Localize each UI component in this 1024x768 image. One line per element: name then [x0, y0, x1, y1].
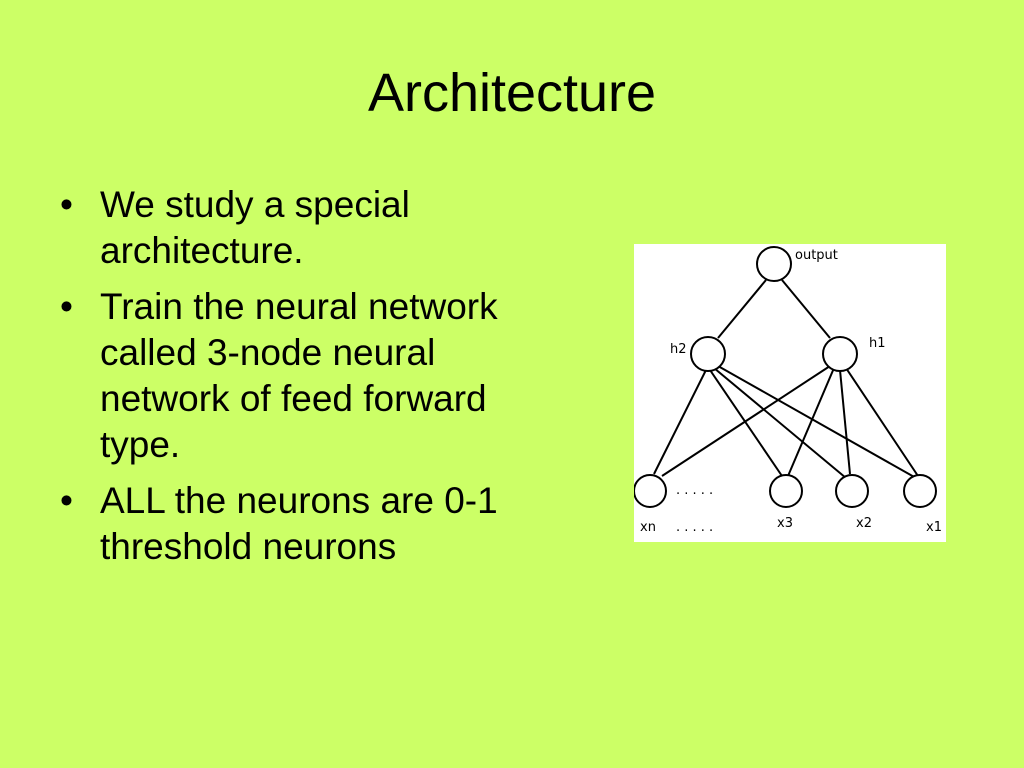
x2-label: x2: [856, 516, 872, 531]
bullet-line: network of feed forward: [100, 378, 487, 419]
edge-h1-x2: [839, 369, 851, 475]
output-node: [756, 246, 792, 282]
bullet-line: Train the neural network: [100, 286, 498, 327]
network-diagram: output h2 h1 . . . . . xn . . . . . x3 x…: [634, 244, 946, 542]
x1-node: [903, 474, 937, 508]
dots-top: . . . . .: [676, 483, 713, 498]
h1-label: h1: [869, 336, 886, 351]
bullet-line: threshold neurons: [100, 526, 397, 567]
bullet-item: • We study a special architecture.: [60, 182, 620, 274]
edge-h2-x2: [713, 367, 847, 479]
edge-output-h1: [781, 279, 831, 339]
bullet-dot-icon: •: [60, 184, 73, 225]
bullet-item: • Train the neural network called 3-node…: [60, 284, 620, 468]
h1-node: [822, 336, 858, 372]
xn-label: xn: [640, 520, 656, 535]
x2-node: [835, 474, 869, 508]
bullet-line: called 3-node neural: [100, 332, 436, 373]
bullet-dot-icon: •: [60, 286, 73, 327]
bullet-line: ALL the neurons are 0-1: [100, 480, 498, 521]
x3-node: [769, 474, 803, 508]
bullet-item: • ALL the neurons are 0-1 threshold neur…: [60, 478, 620, 570]
edge-output-h2: [717, 279, 767, 339]
h2-label: h2: [670, 342, 687, 357]
edge-h2-xn: [653, 369, 707, 475]
bullet-line: architecture.: [100, 230, 304, 271]
x1-label: x1: [926, 520, 942, 535]
edge-h2-x3: [709, 369, 783, 477]
edge-h1-x3: [787, 367, 835, 477]
edge-h1-xn: [661, 365, 831, 477]
bullet-line: type.: [100, 424, 181, 465]
h2-node: [690, 336, 726, 372]
edge-h2-x1: [717, 365, 917, 479]
network-diagram-svg: output h2 h1 . . . . . xn . . . . . x3 x…: [634, 246, 942, 535]
x3-label: x3: [777, 516, 793, 531]
edge-h1-x1: [845, 367, 919, 477]
slide-title: Architecture: [367, 63, 657, 123]
output-label: output: [795, 248, 838, 263]
bullet-dot-icon: •: [60, 480, 73, 521]
bullet-list: • We study a special architecture. • Tra…: [60, 182, 620, 580]
dots-bottom: . . . . .: [676, 520, 713, 535]
xn-node: [634, 474, 667, 508]
bullet-line: We study a special: [100, 184, 410, 225]
